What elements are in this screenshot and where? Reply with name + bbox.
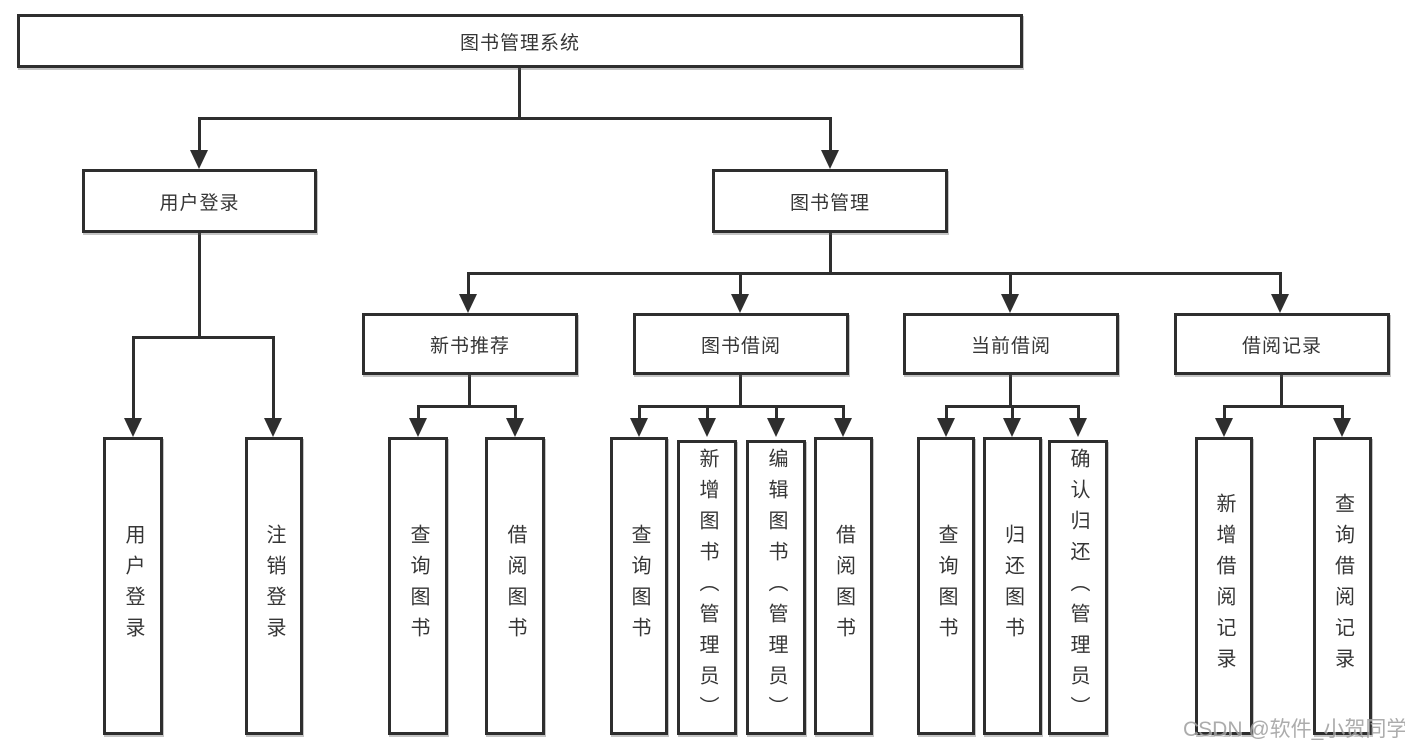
connector-userlogin-drop <box>198 233 201 339</box>
arrow-down-icon <box>190 150 208 169</box>
arrow-down-icon <box>1069 418 1087 437</box>
connector-stem <box>1011 405 1014 421</box>
connector-stem <box>1077 405 1080 421</box>
node-label: 新书推荐 <box>429 335 510 357</box>
arrow-down-icon <box>630 418 648 437</box>
node-label: 图书借阅 <box>700 335 781 357</box>
node-label: 借阅图书 <box>504 524 526 648</box>
leaf-user-login: 用户登录 <box>103 437 163 735</box>
leaf-edit-book-admin: 编辑图书（管理员） <box>746 440 806 735</box>
connector-stem <box>706 405 709 421</box>
connector-drop <box>1280 375 1283 408</box>
connector-root-branch <box>198 117 832 120</box>
connector-stem <box>272 336 275 420</box>
leaf-add-borrow-record: 新增借阅记录 <box>1195 437 1253 735</box>
leaf-query-book: 查询图书 <box>610 437 668 735</box>
connector-stem <box>514 405 517 421</box>
connector-drop <box>739 375 742 408</box>
node-label: 查询借阅记录 <box>1331 493 1354 679</box>
connector-bookmgmt-branch <box>467 272 1282 275</box>
connector-stem <box>638 405 641 421</box>
connector-branch <box>1223 405 1344 408</box>
arrow-down-icon <box>767 418 785 437</box>
leaf-add-book-admin: 新增图书（管理员） <box>677 440 737 735</box>
connector-bookmgmt-drop <box>829 233 832 275</box>
node-label: 新增图书（管理员） <box>696 448 718 727</box>
arrow-down-icon <box>264 418 282 437</box>
connector-stem <box>417 405 420 421</box>
node-label: 查询图书 <box>628 524 650 648</box>
leaf-borrow-book: 借阅图书 <box>485 437 545 735</box>
node-current-borrow: 当前借阅 <box>903 313 1119 375</box>
leaf-query-book: 查询图书 <box>388 437 448 735</box>
connector-drop <box>1009 375 1012 408</box>
arrow-down-icon <box>1001 294 1019 313</box>
connector-stem <box>1009 272 1012 296</box>
connector-drop <box>468 375 471 408</box>
arrow-down-icon <box>834 418 852 437</box>
watermark: CSDN @软件_小贺同学 <box>1183 718 1405 741</box>
connector-branch <box>638 405 845 408</box>
connector-stem <box>829 117 832 152</box>
connector-userlogin-branch <box>132 336 275 339</box>
arrow-down-icon <box>731 294 749 313</box>
node-label: 用户登录 <box>122 524 144 648</box>
node-new-book-recommend: 新书推荐 <box>362 313 578 375</box>
node-label: 图书管理系统 <box>459 32 580 54</box>
arrow-down-icon <box>1215 418 1233 437</box>
node-book-borrow: 图书借阅 <box>633 313 849 375</box>
arrow-down-icon <box>409 418 427 437</box>
arrow-down-icon <box>506 418 524 437</box>
arrow-down-icon <box>1003 418 1021 437</box>
connector-stem <box>467 272 470 296</box>
node-book-management: 图书管理 <box>712 169 948 233</box>
arrow-down-icon <box>821 150 839 169</box>
leaf-query-borrow-record: 查询借阅记录 <box>1313 437 1372 735</box>
arrow-down-icon <box>698 418 716 437</box>
connector-branch <box>417 405 517 408</box>
arrow-down-icon <box>459 294 477 313</box>
connector-stem <box>945 405 948 421</box>
connector-root-drop <box>518 68 521 119</box>
node-root: 图书管理系统 <box>17 14 1023 68</box>
connector-stem <box>842 405 845 421</box>
leaf-query-book: 查询图书 <box>917 437 975 735</box>
connector-stem <box>775 405 778 421</box>
node-label: 确认归还（管理员） <box>1067 448 1089 727</box>
node-label: 图书管理 <box>789 192 870 214</box>
node-label: 借阅图书 <box>832 524 855 648</box>
node-label: 借阅记录 <box>1241 335 1322 357</box>
node-label: 当前借阅 <box>970 335 1051 357</box>
node-borrow-records: 借阅记录 <box>1174 313 1390 375</box>
leaf-borrow-book: 借阅图书 <box>814 437 873 735</box>
node-label: 查询图书 <box>407 524 429 648</box>
node-label: 用户登录 <box>159 192 240 214</box>
node-label: 查询图书 <box>935 524 957 648</box>
leaf-return-book: 归还图书 <box>983 437 1042 735</box>
connector-stem <box>1279 272 1282 296</box>
connector-stem <box>132 336 135 420</box>
connector-stem <box>1223 405 1226 421</box>
node-label: 新增借阅记录 <box>1213 493 1235 679</box>
arrow-down-icon <box>1333 418 1351 437</box>
arrow-down-icon <box>937 418 955 437</box>
node-label: 编辑图书（管理员） <box>765 448 787 727</box>
node-user-login: 用户登录 <box>82 169 317 233</box>
leaf-confirm-return-admin: 确认归还（管理员） <box>1048 440 1108 735</box>
arrow-down-icon <box>1271 294 1289 313</box>
node-label: 注销登录 <box>263 524 285 648</box>
leaf-logout: 注销登录 <box>245 437 303 735</box>
node-label: 归还图书 <box>1001 524 1024 648</box>
arrow-down-icon <box>124 418 142 437</box>
connector-stem <box>739 272 742 296</box>
connector-stem <box>198 117 201 152</box>
connector-stem <box>1341 405 1344 421</box>
